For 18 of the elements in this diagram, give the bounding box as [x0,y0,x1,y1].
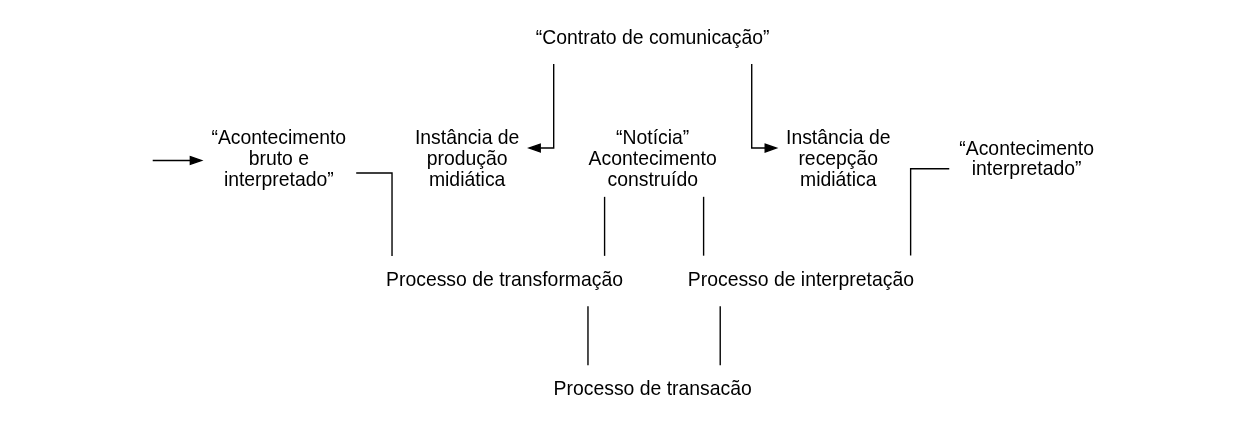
node-text: “Acontecimento interpretado” [958,136,1094,180]
arrow [151,155,203,166]
node-text: Instância de recepção midiática [785,126,891,190]
node-text: Instância de produção midiática [414,126,519,190]
connector [909,168,950,257]
node-text: Processo de transacão [553,377,752,400]
connector [355,172,393,257]
connector [719,305,721,366]
connector [603,196,605,257]
node-text: “Contrato de comunicação” [535,25,770,48]
node-text: “Notícia” Acontecimento construído [588,126,717,190]
connector [702,196,704,257]
node-text: Processo de interpretação [687,268,914,291]
connector [586,305,589,366]
node-text: Processo de transformação [385,268,623,291]
node-text: “Acontecimento bruto e interpretado” [211,126,346,190]
arrow [526,63,554,153]
arrow [750,63,778,153]
